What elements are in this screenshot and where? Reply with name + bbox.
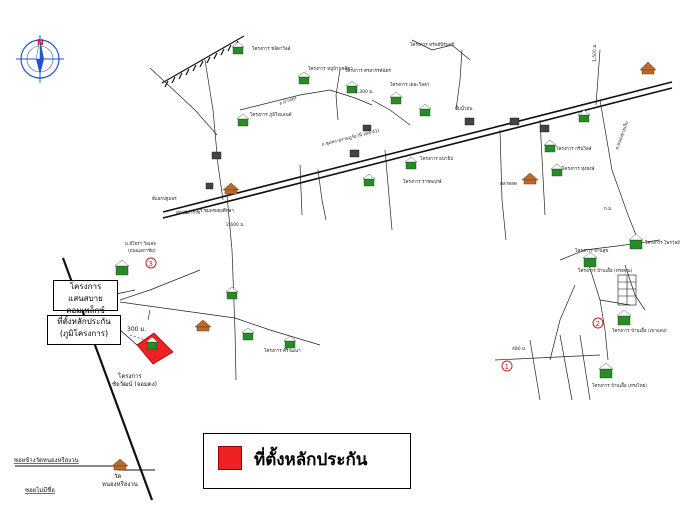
local-roads [119,39,661,401]
poi-label: โครงการ ศรสวรรค์ฉัตร [345,67,392,74]
km-label: ก.ม. [604,207,613,212]
compass-icon: N [16,35,64,83]
distance-480-label: 480 ม. [512,346,526,352]
distance-300-label: 300 ม. [127,326,146,333]
svg-text:1: 1 [505,363,509,371]
project-label-box: โครงการ แสนสบายคอมเพล็กซ์ [53,280,118,315]
house-icons [114,41,644,379]
road-north-label: ถ.บ้านทุ่ง [279,95,298,107]
main-road-label: ถ.ชุมพร-สุราษฎร์ธานี (ทล.41) [321,127,381,148]
svg-text:2: 2 [596,320,600,328]
site-box-line2: (ภูมิโครงการ) [59,329,109,338]
poi-label: โครงการ ราชพฤกษ์ [403,178,442,185]
village-label-line2: (ถนนเอกาชัย) [128,248,156,254]
poi-label: โครงการ ศิริวัฒนา [264,347,301,354]
marker-1[interactable]: 1 [501,360,513,372]
legend-swatch [218,446,242,470]
building-icons [205,117,550,190]
compass-letter: N [37,38,44,47]
project-chaiwa-line2: ชัยวัฒน์ (จอมดง) [112,380,157,388]
poi-label: ตลาดสด [500,181,517,187]
poi-label: โครงการ ไพรวัลย์ [645,239,680,246]
junction-label: สี่แยกปฐมพร [152,195,178,202]
poi-label: โครงการ หมู่บ้านชลิตา [308,65,353,72]
poi-label: โครงการ ธนาธิป [420,155,453,162]
village-label-line1: ม.อีโยร่า วิลเลจ [125,240,156,247]
project-box-line2: แสนสบายคอมเพล็กซ์ [66,294,105,315]
main-highway [162,81,673,219]
site-box-line1: ที่ตั้งหลักประกัน [57,317,111,326]
temple-icons [111,61,657,471]
legend-label: ที่ตั้งหลักประกัน [254,450,368,470]
poi-labels: โครงการ ชลิตาวิลล์ โครงการ หมู่บ้านชลิตา… [176,41,680,389]
wat-road-label: ซอยข้างวัดหนองหรีสงวน [14,456,79,464]
poi-label: ร.ร.ชุมพรผดุงศึกษา [196,208,234,214]
marker-2[interactable]: 2 [592,317,604,329]
railway-line [161,35,245,88]
poi-label: โครงการ บ้านเอื้อ (ทรงคุณ) [578,267,632,274]
distance-lines [129,309,151,341]
legend-box: ที่ตั้งหลักประกัน [203,433,411,489]
poi-label: โครงการ ทุ่งหงษ์ [562,165,595,172]
site-leader-line [118,328,138,346]
wat-label-line2: หนองหรีสงวน [102,480,138,488]
wat-road [15,465,155,471]
poi-label: สถานีตำรวจ [176,209,200,216]
poi-label: โครงการ ทรัพย์นิรันดร์ [410,41,455,48]
site-label-box: ที่ตั้งหลักประกัน (ภูมิโครงการ) [47,315,121,345]
hatched-block [617,274,637,306]
poi-label: ปั๊มน้ำมัน [455,105,472,112]
project-leader-line [115,289,136,295]
poi-label: โครงการ บ้านเอื้อ (ทรงไทย) [592,382,647,389]
poi-label: โครงการ กรีนวิลล์ [556,145,592,152]
poi-label: โครงการ เดอะวิลล่า [390,81,430,88]
poi-label: โครงการ บ้านเอื้อ (เขาแดง) [612,327,667,334]
distance-2600-label: 2,600 ม. [226,222,245,228]
poi-label: โครงการ ภูมิใจแลนด์ [250,111,292,118]
distance-1300-label: 1,300 ม. [355,89,374,95]
soi-label: ซอยไม่มีชื่อ [25,486,55,494]
road-east-label: ถ.หนองยายเก็บ [612,120,630,151]
svg-text:3: 3 [149,260,153,268]
poi-label: โครงการ บ้านสุข [575,247,608,254]
wat-label-line1: วัด [114,473,121,480]
project-chaiwa-line1: โครงการ [118,372,142,380]
distance-1500-label: 1,500 ม. [592,43,598,62]
project-box-line1: โครงการ [69,282,102,291]
marker-3[interactable]: 3 [145,257,157,269]
poi-label: โครงการ ชลิตาวิลล์ [252,45,291,52]
